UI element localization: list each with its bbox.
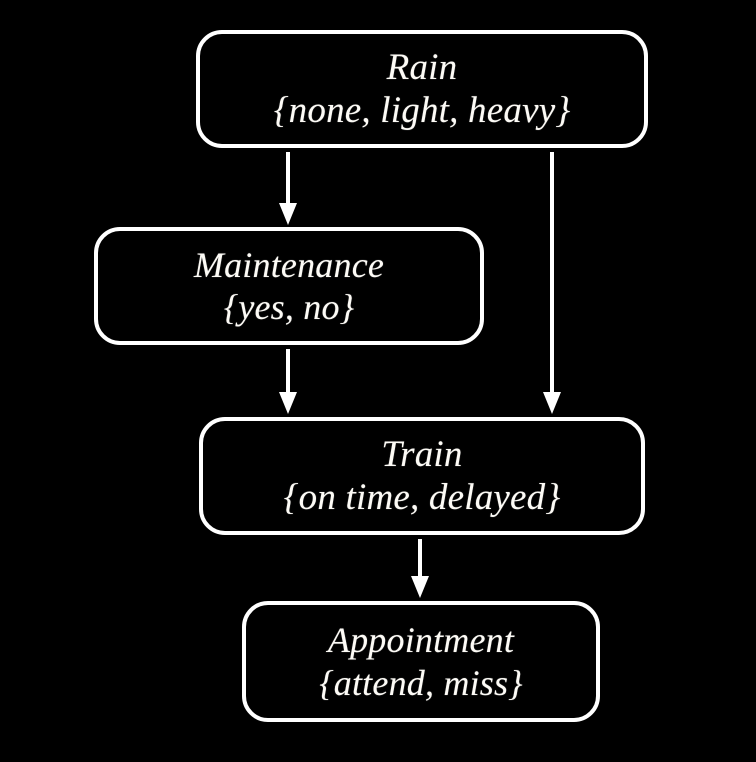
node-appointment-title: Appointment xyxy=(327,620,515,661)
node-maintenance-title: Maintenance xyxy=(193,244,385,285)
node-appointment[interactable]: Appointment {attend, miss} xyxy=(242,601,600,722)
node-train-title: Train xyxy=(381,433,463,475)
node-rain[interactable]: Rain {none, light, heavy} xyxy=(196,30,648,148)
edge-maintenance-to-train xyxy=(279,349,297,414)
node-train-states: {on time, delayed} xyxy=(283,477,561,518)
node-maintenance-states: {yes, no} xyxy=(223,287,355,327)
edge-rain-to-train xyxy=(543,152,561,414)
node-train[interactable]: Train {on time, delayed} xyxy=(199,417,645,535)
node-appointment-states: {attend, miss} xyxy=(319,662,523,703)
node-rain-states: {none, light, heavy} xyxy=(273,90,571,131)
edge-rain-to-maintenance xyxy=(279,152,297,225)
node-maintenance[interactable]: Maintenance {yes, no} xyxy=(94,227,484,345)
edge-train-to-appointment xyxy=(411,539,429,598)
node-rain-title: Rain xyxy=(386,46,458,88)
